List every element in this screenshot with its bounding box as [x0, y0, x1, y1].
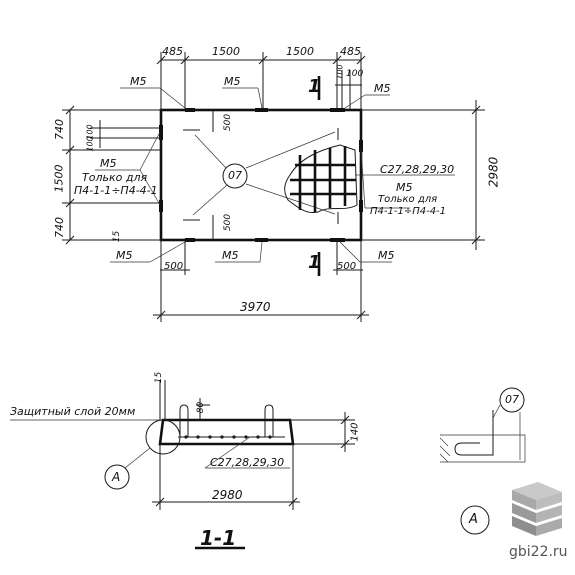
dim-top-3: 485: [340, 45, 361, 58]
dim-15-section: 15: [154, 371, 165, 384]
dim-top-2: 1500: [286, 45, 314, 58]
dim-80-section: 80: [196, 401, 207, 414]
dim-small-top-0: 100: [335, 64, 345, 80]
dim-500-bottom-right: 500: [337, 261, 357, 272]
detail-callout-circle: [499, 387, 525, 413]
dim-small-top-1: 100: [346, 69, 364, 79]
detail-circle: [145, 419, 181, 455]
detail-ref-section: А: [112, 470, 121, 484]
dim-140-section: 140: [349, 422, 361, 442]
dim-left-1: 1500: [52, 164, 66, 193]
note-left-line2: П4-1-1÷П4-4-1: [74, 184, 158, 197]
cover-label: Защитный слой 20мм: [10, 405, 136, 418]
m5-label-3: M5: [100, 157, 117, 170]
m5-label-0: M5: [130, 75, 147, 88]
mesh-label-plan: С27,28,29,30: [380, 163, 455, 176]
detail-slab: [440, 434, 526, 463]
dim-left-2: 740: [53, 217, 66, 238]
dim-500-inner-top: 500: [223, 113, 234, 132]
section-mark-top: 1: [308, 76, 321, 97]
note-right-line1: Только для: [378, 194, 438, 205]
m5-label-4: M5: [116, 249, 133, 262]
m5-label-6: M5: [378, 249, 395, 262]
detail-ref-label: А: [469, 512, 478, 527]
note-right-line2: П4-1-1÷П4-4-1: [370, 206, 447, 217]
callout-circle-plan: [222, 163, 248, 189]
mesh-cutaway: [284, 144, 358, 214]
callout-label-plan: 07: [228, 169, 242, 182]
dim-bottom: 3970: [240, 300, 271, 314]
watermark-logo: [512, 482, 562, 536]
dim-right: 2980: [486, 156, 501, 188]
detail-callout-label: 07: [505, 393, 519, 406]
dim-small-left-1: 100: [85, 136, 95, 152]
detail-ref-circle: [460, 505, 490, 535]
note-left-line1: Только для: [82, 171, 148, 184]
dim-15-plan: 15: [112, 230, 123, 243]
section-title: 1-1: [200, 526, 237, 550]
section-mark-bottom: 1: [308, 252, 321, 273]
dim-500-inner-bottom: 500: [223, 213, 234, 232]
m5-right-note: M5: [396, 181, 413, 194]
mesh-label-section: С27,28,29,30: [210, 456, 285, 469]
watermark-text: gbi22.ru: [509, 544, 568, 560]
dim-left-0: 740: [53, 119, 66, 140]
dim-500-bottom-left: 500: [164, 261, 184, 272]
detail-ref-circle-section: [104, 464, 130, 490]
m5-label-2: M5: [374, 82, 391, 95]
m5-label-1: M5: [224, 75, 241, 88]
dim-top-1: 1500: [212, 45, 240, 58]
dim-width-section: 2980: [212, 488, 243, 502]
dim-top-0: 485: [162, 45, 183, 58]
m5-label-5: M5: [222, 249, 239, 262]
